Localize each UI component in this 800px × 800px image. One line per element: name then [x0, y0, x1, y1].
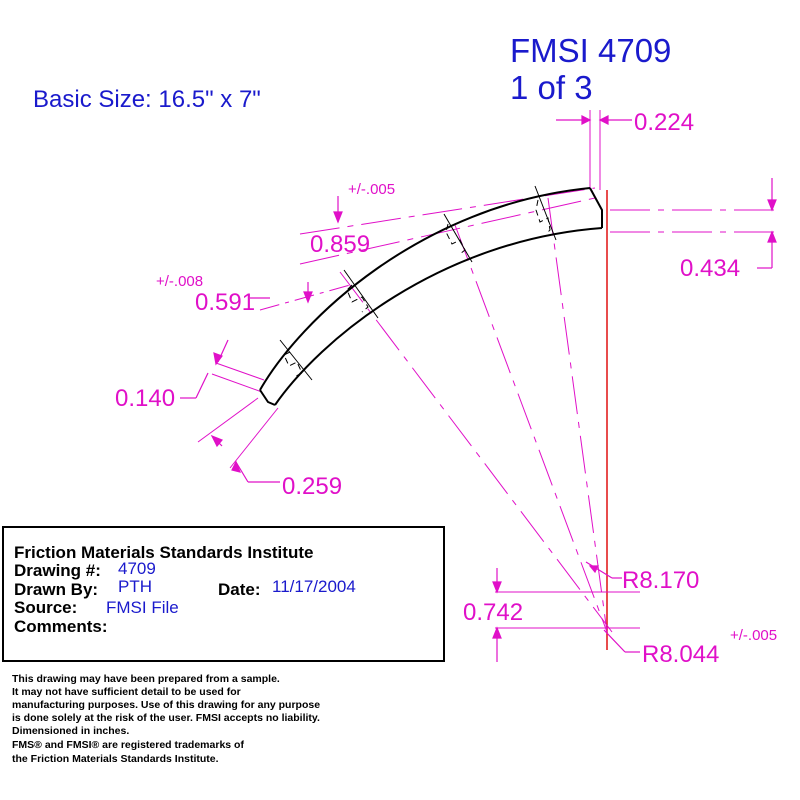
drawn-by-value: PTH	[118, 577, 152, 596]
pad-outline	[259, 187, 603, 406]
date-label: Date:	[218, 580, 261, 599]
dim-0224: 0.224	[634, 109, 694, 136]
comments-label: Comments:	[14, 617, 108, 636]
drawing-number-value: 4709	[118, 559, 156, 578]
disclaimer-line: the Friction Materials Standards Institu…	[12, 753, 219, 765]
disclaimer-line: Dimensioned in inches.	[12, 725, 129, 737]
dim-r8044-tolerance: +/-.005	[730, 627, 777, 644]
disclaimer-line: FMS® and FMSI® are registered trademarks…	[12, 739, 244, 751]
dim-0140: 0.140	[115, 385, 175, 412]
dim-0434: 0.434	[680, 255, 740, 282]
institute-name: Friction Materials Standards Institute	[14, 543, 313, 562]
basic-size-label: Basic Size: 16.5" x 7"	[33, 86, 261, 113]
date-value: 11/17/2004	[272, 577, 356, 596]
source-value: FMSI File	[106, 598, 179, 617]
disclaimer-line: It may not have sufficient detail to be …	[12, 686, 241, 698]
dim-0742: 0.742	[463, 599, 523, 626]
fmsi-number: FMSI 4709	[510, 32, 671, 69]
disclaimer-line: This drawing may have been prepared from…	[12, 673, 280, 685]
dimension-arrows	[180, 115, 777, 662]
title-block	[2, 526, 445, 662]
sheet-number: 1 of 3	[510, 69, 593, 106]
dim-0859: 0.859	[310, 231, 370, 258]
dim-r8044: R8.044	[642, 641, 719, 668]
wear-slot-marks	[279, 185, 557, 381]
dim-0591: 0.591	[195, 289, 255, 316]
source-label: Source:	[14, 598, 77, 617]
dim-r8170: R8.170	[622, 567, 699, 594]
dim-0259: 0.259	[282, 473, 342, 500]
dim-tolerance-008: +/-.008	[156, 273, 203, 290]
disclaimer-line: is done solely at the risk of the user. …	[12, 712, 320, 724]
disclaimer: This drawing may have been prepared from…	[12, 673, 320, 765]
drawing-number-label: Drawing #:	[14, 561, 101, 580]
dim-tolerance-005: +/-.005	[348, 181, 395, 198]
drawn-by-label: Drawn By:	[14, 580, 98, 599]
disclaimer-line: manufacturing purposes. Use of this draw…	[12, 699, 320, 711]
